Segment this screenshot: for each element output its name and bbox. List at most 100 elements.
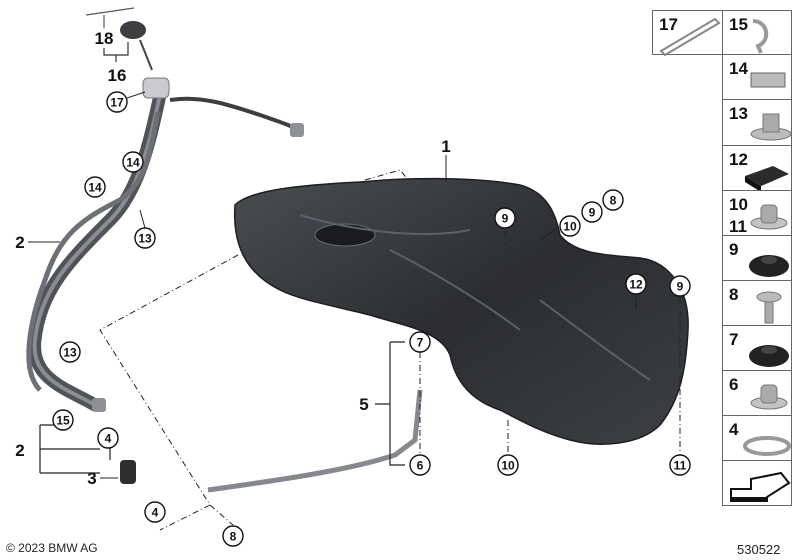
callout-circle — [106, 91, 128, 113]
callout-label: 10 — [563, 220, 577, 234]
callout-circle — [625, 273, 647, 295]
callout-label: 14 — [126, 156, 140, 170]
bushing-icon — [750, 384, 788, 410]
part-label: 12 — [729, 150, 748, 169]
part-cell-rubber-grommet: 7 — [722, 325, 792, 371]
callout-label: 16 — [108, 66, 127, 85]
part-cell-rubber-grommet: 9 — [722, 235, 792, 281]
callout-label: 9 — [589, 206, 596, 220]
callout-label: 13 — [138, 232, 152, 246]
callout-label: 4 — [105, 432, 112, 446]
callout-circle — [134, 227, 156, 249]
callout-label: 13 — [63, 346, 77, 360]
callout-label: 9 — [502, 212, 509, 226]
copyright: © 2023 BMW AG — [6, 541, 98, 555]
part-cell-bolt: 8 — [722, 280, 792, 326]
callout-label: 15 — [56, 414, 70, 428]
callout-label: 5 — [359, 395, 368, 414]
callout-label: 14 — [88, 181, 102, 195]
part-label: 7 — [729, 330, 739, 349]
callout-circle — [84, 176, 106, 198]
callout-label: 6 — [417, 459, 424, 473]
callout-circle — [669, 454, 691, 476]
callout-circle — [409, 331, 431, 353]
callout-17: 17 — [106, 91, 128, 113]
clip-icon — [750, 72, 786, 88]
callout-9: 9 — [581, 201, 603, 223]
callout-7: 7 — [409, 331, 431, 353]
part-cell-arrow-symbol — [722, 460, 792, 506]
filler-pipe — [28, 88, 167, 412]
callout-15: 15 — [52, 409, 74, 431]
part-cell-clip: 14 — [722, 54, 792, 100]
callout-9: 9 — [494, 207, 516, 229]
callout-1: 1 — [441, 137, 450, 156]
part-label: 17 — [659, 15, 678, 34]
rubber-grommet-icon — [749, 345, 789, 367]
callout-14: 14 — [84, 176, 106, 198]
fuel-tank — [233, 177, 689, 445]
callout-circle — [559, 215, 581, 237]
part-cell-hose-clamp: 4 — [722, 415, 792, 461]
part-label: 10 11 — [729, 195, 748, 236]
arrow-symbol-icon — [730, 471, 791, 502]
callout-18: 18 — [95, 29, 114, 48]
callout-circle — [494, 207, 516, 229]
callout-16: 16 — [108, 66, 127, 85]
part-label: 4 — [729, 420, 739, 439]
callout-label: 2 — [15, 233, 24, 252]
part-label: 6 — [729, 375, 739, 394]
callout-label: 8 — [230, 530, 237, 544]
part-label: 15 — [729, 15, 748, 34]
callout-circle — [59, 341, 81, 363]
callout-11: 11 — [669, 454, 691, 476]
callout-circle — [497, 454, 519, 476]
callout-circle — [669, 275, 691, 297]
part-label: 13 — [729, 104, 748, 123]
callout-label: 9 — [677, 280, 684, 294]
vent-hose — [169, 96, 300, 132]
callout-circle — [581, 201, 603, 223]
callout-13: 13 — [59, 341, 81, 363]
part-cell-cable-tie: 17 — [652, 10, 723, 56]
callout-14: 14 — [122, 151, 144, 173]
callout-circle — [97, 427, 119, 449]
callout-2: 2 — [15, 233, 24, 252]
callout-circle — [222, 525, 244, 547]
bushing-icon — [750, 204, 788, 230]
callout-4: 4 — [97, 427, 119, 449]
hose-clamp-icon — [743, 436, 791, 456]
part-label: 14 — [729, 59, 748, 78]
callout-label: 8 — [610, 194, 617, 208]
callout-12: 12 — [625, 273, 647, 295]
foam-pad-icon — [745, 166, 789, 192]
callout-circle — [409, 454, 431, 476]
callout-label: 17 — [110, 96, 124, 110]
callout-label: 12 — [629, 278, 643, 292]
callout-label: 4 — [152, 506, 159, 520]
tank-strap — [207, 389, 423, 493]
callout-3: 3 — [87, 469, 96, 488]
callout-label: 10 — [501, 459, 515, 473]
collar-nut-icon — [750, 113, 792, 141]
bolt-icon — [756, 291, 782, 324]
callout-label: 11 — [674, 459, 687, 473]
callout-5: 5 — [359, 395, 368, 414]
callout-10: 10 — [497, 454, 519, 476]
part-label: 8 — [729, 285, 739, 304]
callout-13: 13 — [134, 227, 156, 249]
callout-circle — [602, 189, 624, 211]
vent-line — [26, 111, 161, 392]
callout-circle — [52, 409, 74, 431]
diagram-number: 530522 — [737, 542, 781, 557]
hose-clip-icon — [752, 19, 769, 54]
callout-label: 7 — [417, 336, 424, 350]
callout-label: 1 — [441, 137, 450, 156]
part-cell-bushing: 6 — [722, 370, 792, 416]
callout-6: 6 — [409, 454, 431, 476]
part-cell-hose-clip: 15 — [722, 10, 792, 55]
part-label: 9 — [729, 240, 739, 259]
callout-label: 2 — [15, 441, 24, 460]
